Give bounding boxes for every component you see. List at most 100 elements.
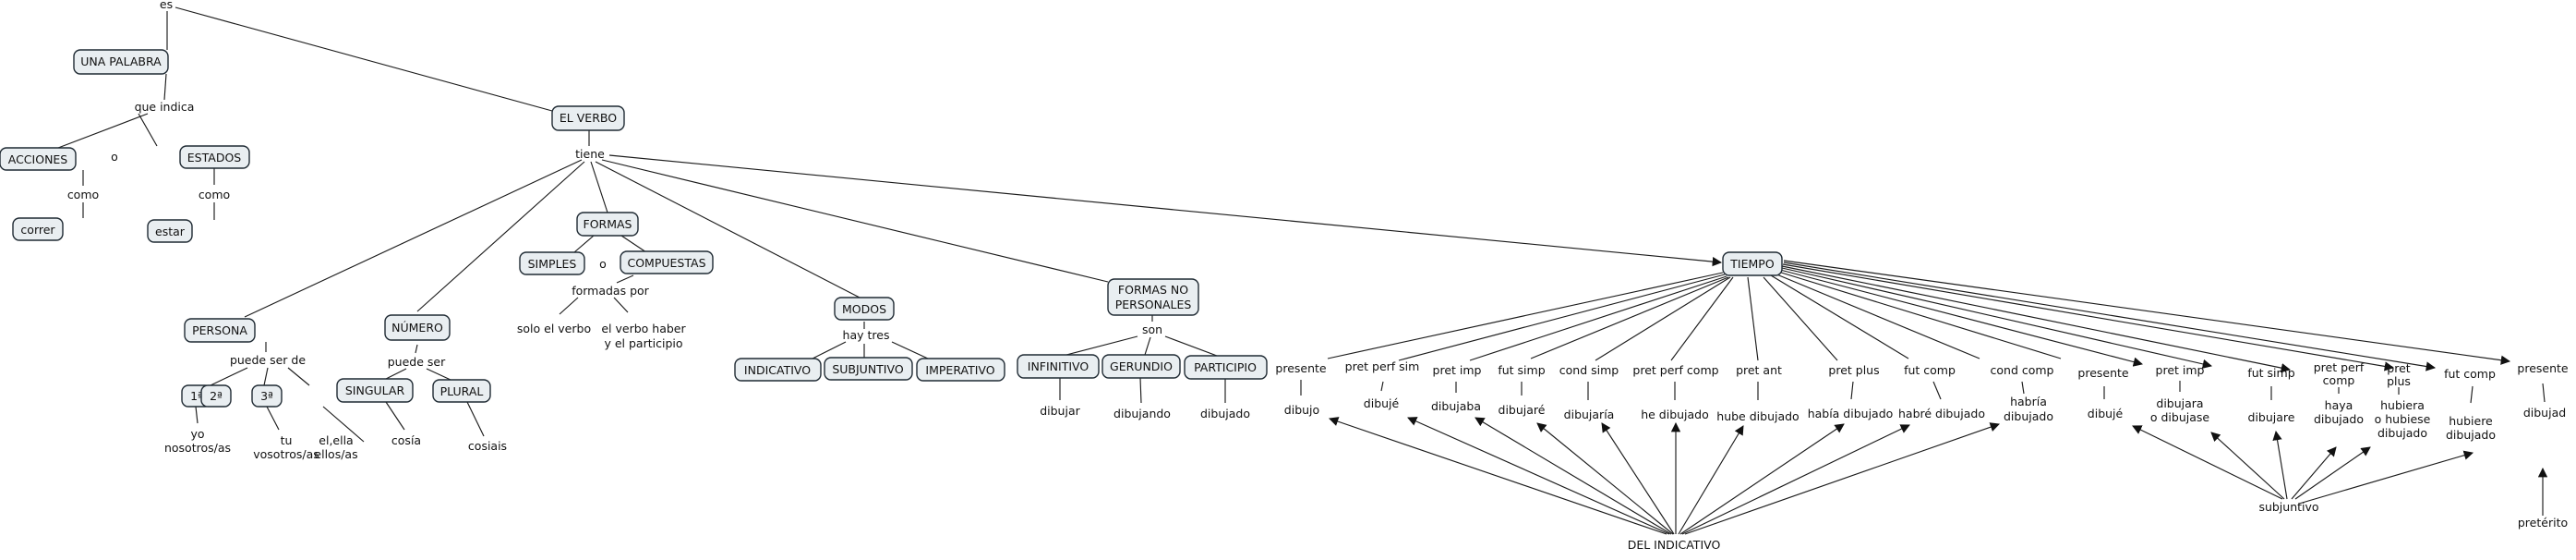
concept-correr[interactable]: correr bbox=[12, 217, 64, 241]
phrase-solo-el-verbo: solo el verbo bbox=[517, 322, 591, 335]
concept-label: FORMAS NO bbox=[1118, 283, 1188, 297]
phrase-tu: tu bbox=[281, 433, 293, 447]
concept-label: NÚMERO bbox=[391, 321, 443, 335]
phrase-es: es bbox=[160, 0, 173, 11]
concept-acciones[interactable]: ACCIONES bbox=[0, 147, 77, 171]
form-habre-dibujado: habré dibujado bbox=[1898, 407, 1985, 420]
concept-label: SUBJUNTIVO bbox=[832, 362, 903, 376]
form-haya-dibujado: haya bbox=[2325, 398, 2353, 412]
form-haya-dibujado: dibujado bbox=[2314, 412, 2364, 426]
concept-simples[interactable]: SIMPLES bbox=[519, 251, 585, 275]
concept-compuestas[interactable]: COMPUESTAS bbox=[620, 250, 714, 274]
concept-una-palabra[interactable]: UNA PALABRA bbox=[73, 49, 169, 75]
phrase-como: como bbox=[199, 188, 230, 201]
form-dibujaria: dibujaría bbox=[1564, 408, 1615, 421]
tense-pret-perf-sim: pret perf sim bbox=[1345, 359, 1420, 373]
form-dibujare: dibujaré bbox=[1499, 403, 1546, 417]
tense-cond-comp: cond comp bbox=[1991, 363, 2054, 377]
tense-presente: presente bbox=[1275, 361, 1327, 375]
form-preterito: pretérito bbox=[2518, 516, 2568, 530]
concept-singular[interactable]: SINGULAR bbox=[336, 378, 414, 403]
tense-fut-comp: fut comp bbox=[1904, 363, 1956, 377]
concept-formas[interactable]: FORMAS bbox=[576, 212, 639, 237]
concept-label: FORMAS bbox=[584, 217, 632, 231]
form-dibujo: dibujo bbox=[1284, 403, 1319, 417]
form-hubiera-dibujado: hubiera bbox=[2380, 398, 2425, 412]
concept-label: COMPUESTAS bbox=[627, 256, 705, 270]
concept-participio[interactable]: PARTICIPIO bbox=[1184, 355, 1268, 380]
tense-fut-comp-subj: fut comp bbox=[2444, 367, 2496, 381]
concept-imperativo[interactable]: IMPERATIVO bbox=[916, 358, 1005, 382]
concept-label: SINGULAR bbox=[345, 383, 405, 397]
concept-persona[interactable]: PERSONA bbox=[184, 318, 256, 343]
tense-pret-imp-subj: pret imp bbox=[2156, 363, 2205, 377]
concept-gerundio[interactable]: GERUNDIO bbox=[1101, 354, 1181, 379]
phrase-son: son bbox=[1142, 323, 1162, 336]
concept-label: UNA PALABRA bbox=[80, 55, 162, 68]
label-del-indicativo: DEL INDICATIVO bbox=[1628, 538, 1721, 552]
concept-subjuntivo-modo[interactable]: SUBJUNTIVO bbox=[824, 357, 913, 381]
phrase-cosiais: cosiais bbox=[468, 439, 507, 453]
tense-cond-simp: cond simp bbox=[1559, 363, 1619, 377]
concept-el-verbo[interactable]: EL VERBO bbox=[551, 105, 625, 131]
concept-plural[interactable]: PLURAL bbox=[432, 379, 491, 403]
phrases: es que indica o como como tiene o formad… bbox=[67, 0, 2569, 552]
tense-pret-plus-subj: plus bbox=[2387, 374, 2411, 388]
concept-label: estar bbox=[155, 225, 186, 238]
form-hubiere-dibujado: dibujado bbox=[2446, 428, 2496, 442]
concept-modos[interactable]: MODOS bbox=[834, 297, 895, 321]
concept-persona-2[interactable]: 2ª bbox=[200, 384, 232, 408]
form-he-dibujado: he dibujado bbox=[1641, 408, 1709, 421]
tense-fut-simp-subj: fut simp bbox=[2247, 366, 2294, 380]
concept-label: PERSONALES bbox=[1115, 298, 1192, 311]
phrase-formadas-por: formadas por bbox=[572, 284, 649, 298]
phrase-yo: yo bbox=[190, 427, 204, 441]
tense-pret-perf-comp-subj: pret perf bbox=[2314, 360, 2365, 374]
form-hubiera-dibujado: dibujado bbox=[2377, 426, 2427, 440]
tense-fut-simp: fut simp bbox=[1498, 363, 1545, 377]
phrase-puede-ser: puede ser bbox=[388, 355, 446, 369]
concept-label: TIEMPO bbox=[1729, 257, 1775, 271]
form-hubiera-dibujado: o hubiese bbox=[2375, 412, 2431, 426]
phrase-el-verbo-haber: y el participio bbox=[604, 336, 682, 350]
concept-label: 1ª bbox=[190, 389, 203, 403]
tense-pret-perf-comp-subj: comp bbox=[2323, 373, 2355, 387]
form-dibujare-subj: dibujare bbox=[2248, 410, 2295, 424]
form-hubiere-dibujado: hubiere bbox=[2449, 414, 2493, 428]
form-dibujaba: dibujaba bbox=[1431, 399, 1481, 413]
concept-estados[interactable]: ESTADOS bbox=[179, 145, 250, 169]
concept-formas-no-personales[interactable]: FORMAS NO PERSONALES bbox=[1107, 278, 1199, 316]
form-habria-dibujado: habría bbox=[2010, 395, 2047, 408]
phrase-que-indica: que indica bbox=[135, 100, 195, 114]
phrase-tu: vosotros/as bbox=[253, 447, 319, 461]
tense-pret-plus-subj: pret bbox=[2387, 361, 2410, 375]
phrase-yo: nosotros/as bbox=[164, 441, 231, 455]
concept-label: SIMPLES bbox=[528, 257, 577, 271]
label-subjuntivo: subjuntivo bbox=[2258, 500, 2318, 514]
phrase-el-ella: ellos/as bbox=[314, 447, 357, 461]
concept-indicativo[interactable]: INDICATIVO bbox=[734, 358, 822, 382]
phrase-tiene: tiene bbox=[575, 147, 605, 161]
concept-tiempo[interactable]: TIEMPO bbox=[1722, 251, 1783, 276]
form-dibujara: o dibujase bbox=[2150, 410, 2210, 424]
concept-infinitivo[interactable]: INFINITIVO bbox=[1017, 354, 1100, 379]
tense-pret-imp: pret imp bbox=[1433, 363, 1482, 377]
tense-pret-plus: pret plus bbox=[1828, 363, 1879, 377]
phrase-dibujando: dibujando bbox=[1113, 407, 1171, 420]
concept-label: GERUNDIO bbox=[1110, 359, 1173, 373]
concept-persona-3[interactable]: 3ª bbox=[251, 384, 283, 408]
concept-label: ACCIONES bbox=[8, 152, 68, 166]
concept-label: PLURAL bbox=[440, 384, 484, 398]
form-hube-dibujado: hube dibujado bbox=[1716, 409, 1799, 423]
concept-label: INDICATIVO bbox=[744, 363, 811, 377]
concept-label: ESTADOS bbox=[187, 151, 242, 164]
form-dibujara: dibujara bbox=[2156, 396, 2203, 410]
tense-pret-ant: pret ant bbox=[1736, 363, 1782, 377]
concept-numero[interactable]: NÚMERO bbox=[384, 314, 451, 341]
phrase-como: como bbox=[67, 188, 99, 201]
concept-estar[interactable]: estar bbox=[147, 219, 193, 243]
concept-label: 2ª bbox=[210, 389, 223, 403]
phrase-puede-ser-de: puede ser de bbox=[230, 353, 306, 367]
phrase-el-ella: el,ella bbox=[319, 433, 353, 447]
